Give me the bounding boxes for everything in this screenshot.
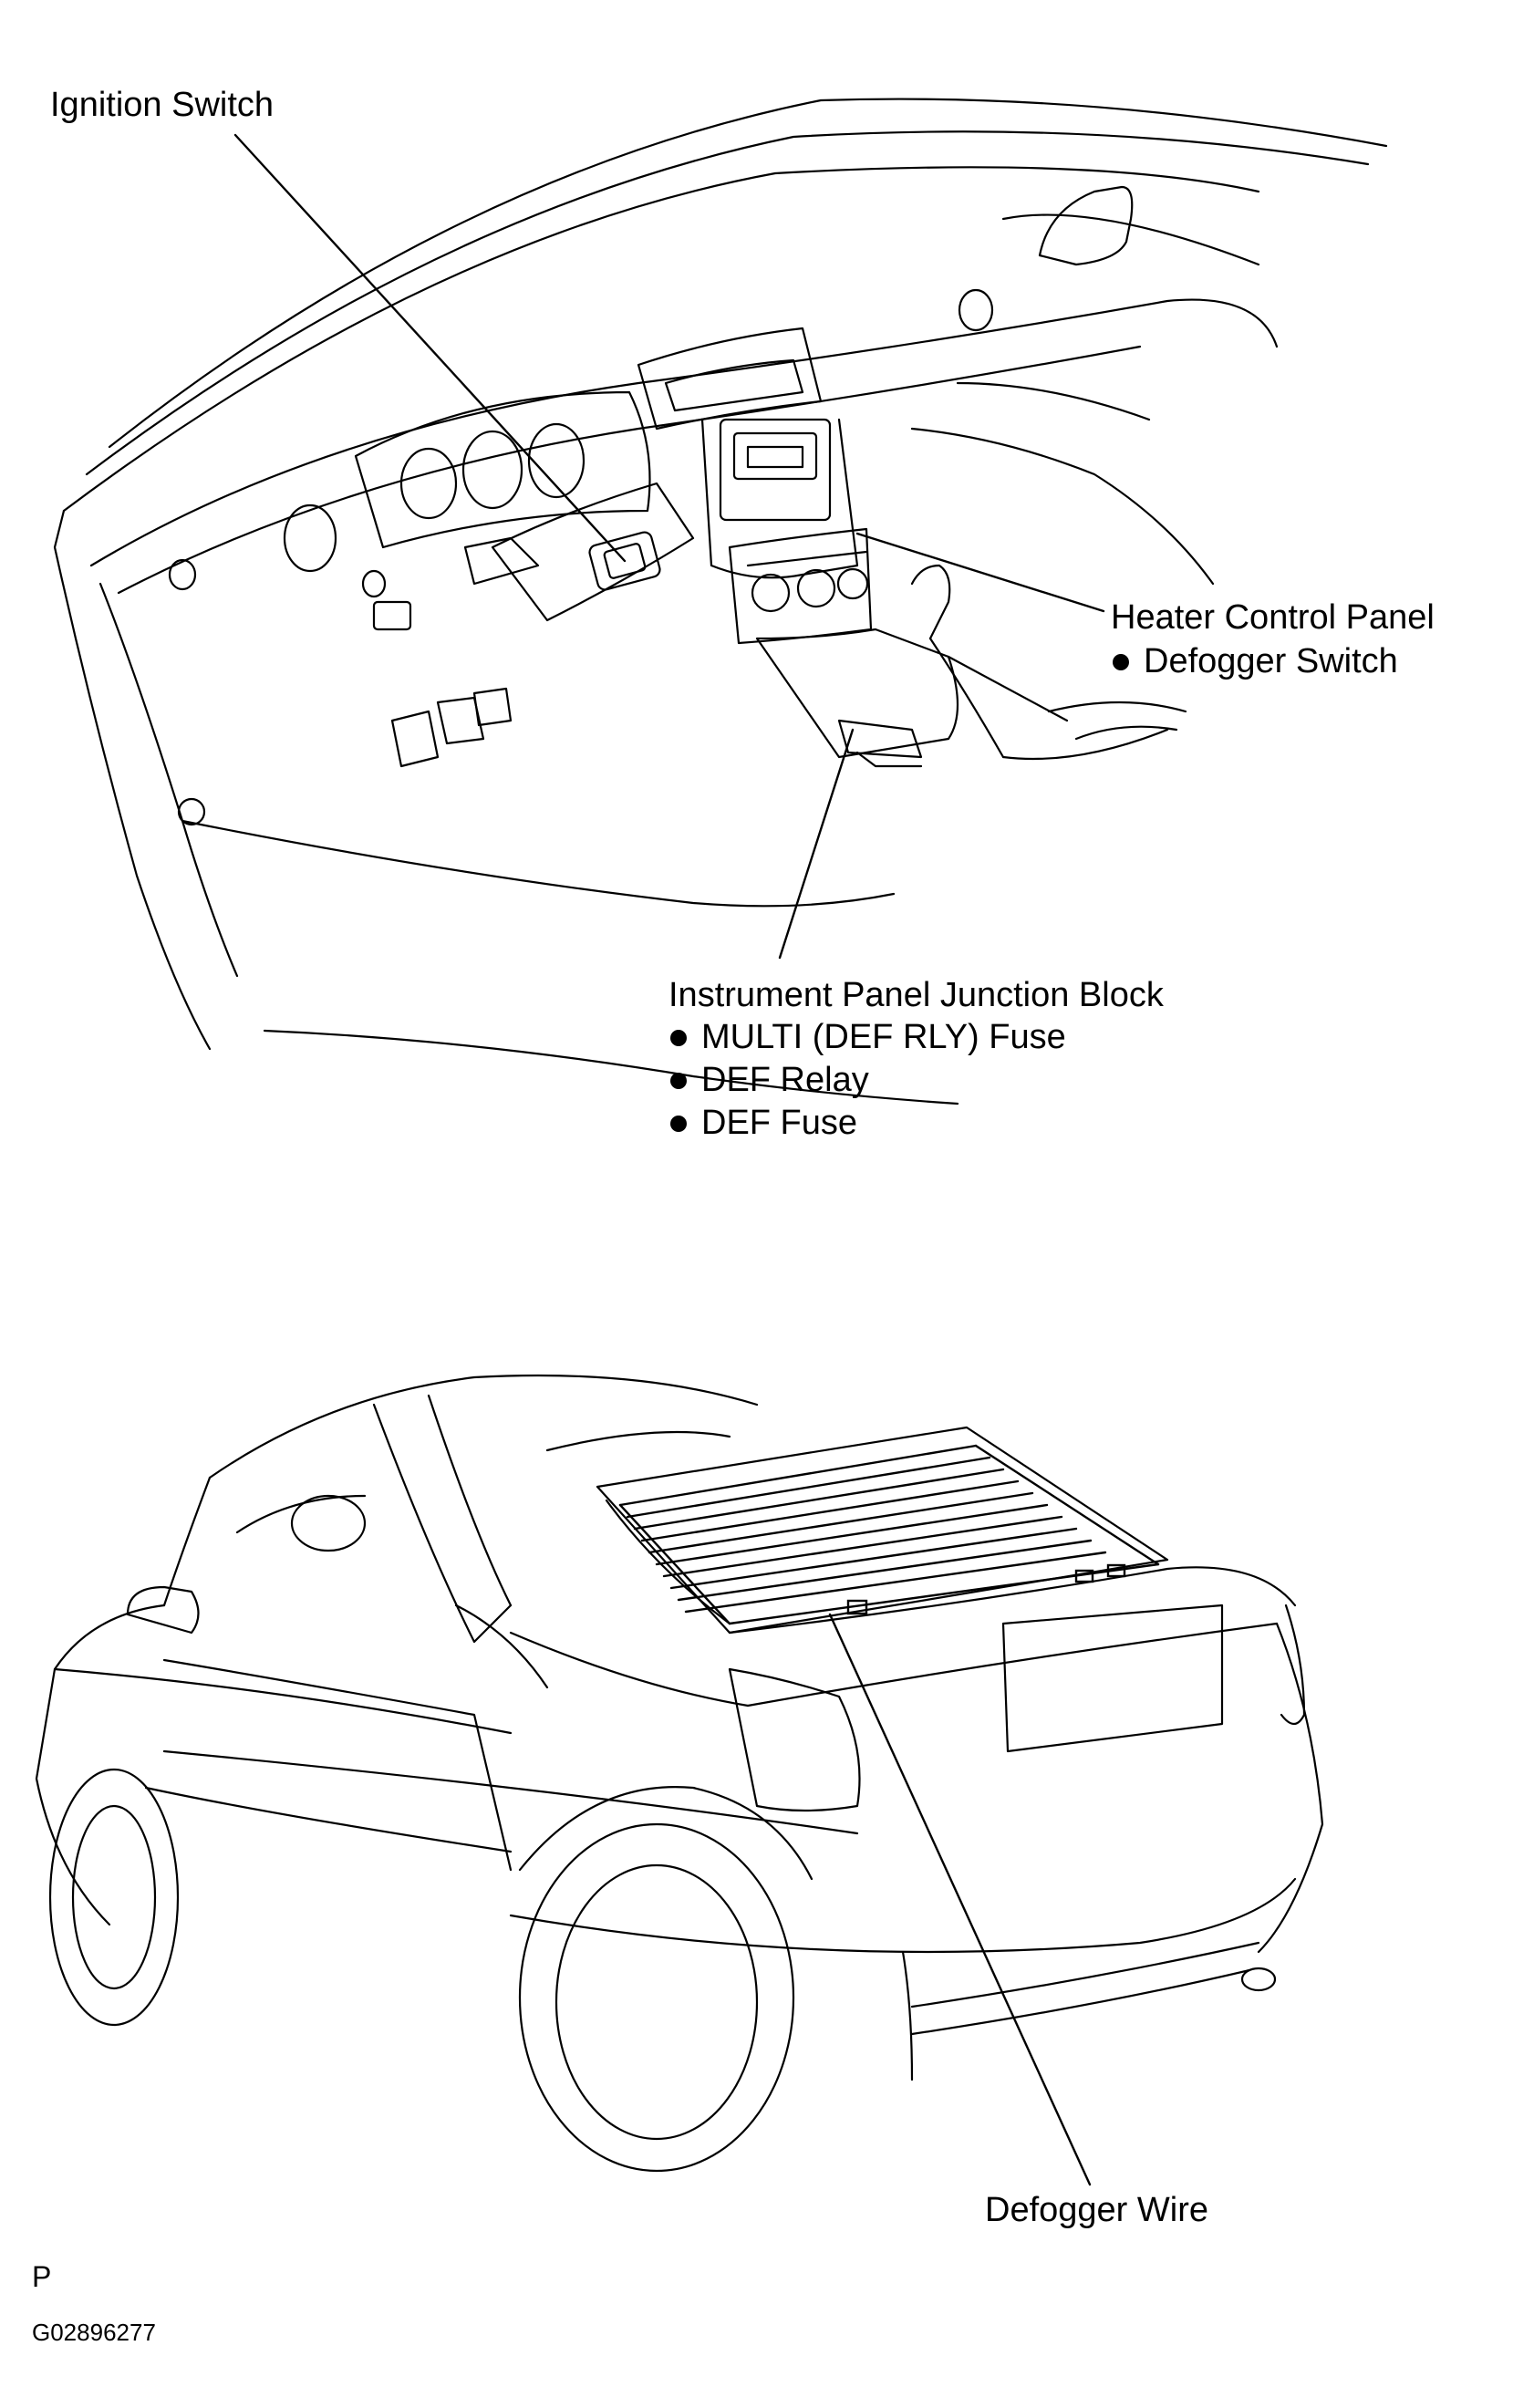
leader-lines [233, 133, 1105, 2186]
label-heater-control-panel: Heater Control Panel [1111, 598, 1435, 637]
footer-figure-id: G02896277 [32, 2319, 156, 2346]
label-def-fuse: DEF Fuse [670, 1102, 857, 1144]
footer-code-letter: P [32, 2260, 52, 2293]
label-junction-block: Instrument Panel Junction Block [668, 976, 1164, 1014]
label-multi-fuse: MULTI (DEF RLY) Fuse [670, 1016, 1066, 1058]
label-ignition-switch: Ignition Switch [50, 86, 275, 124]
instrument-panel-illustration [53, 98, 1388, 1105]
car-rear-view-illustration [35, 1374, 1324, 2173]
label-defogger-wire: Defogger Wire [985, 2191, 1208, 2229]
label-def-relay: DEF Relay [670, 1059, 869, 1101]
defogger-grid [618, 1444, 1160, 1625]
label-defogger-switch: Defogger Switch [1113, 640, 1398, 682]
